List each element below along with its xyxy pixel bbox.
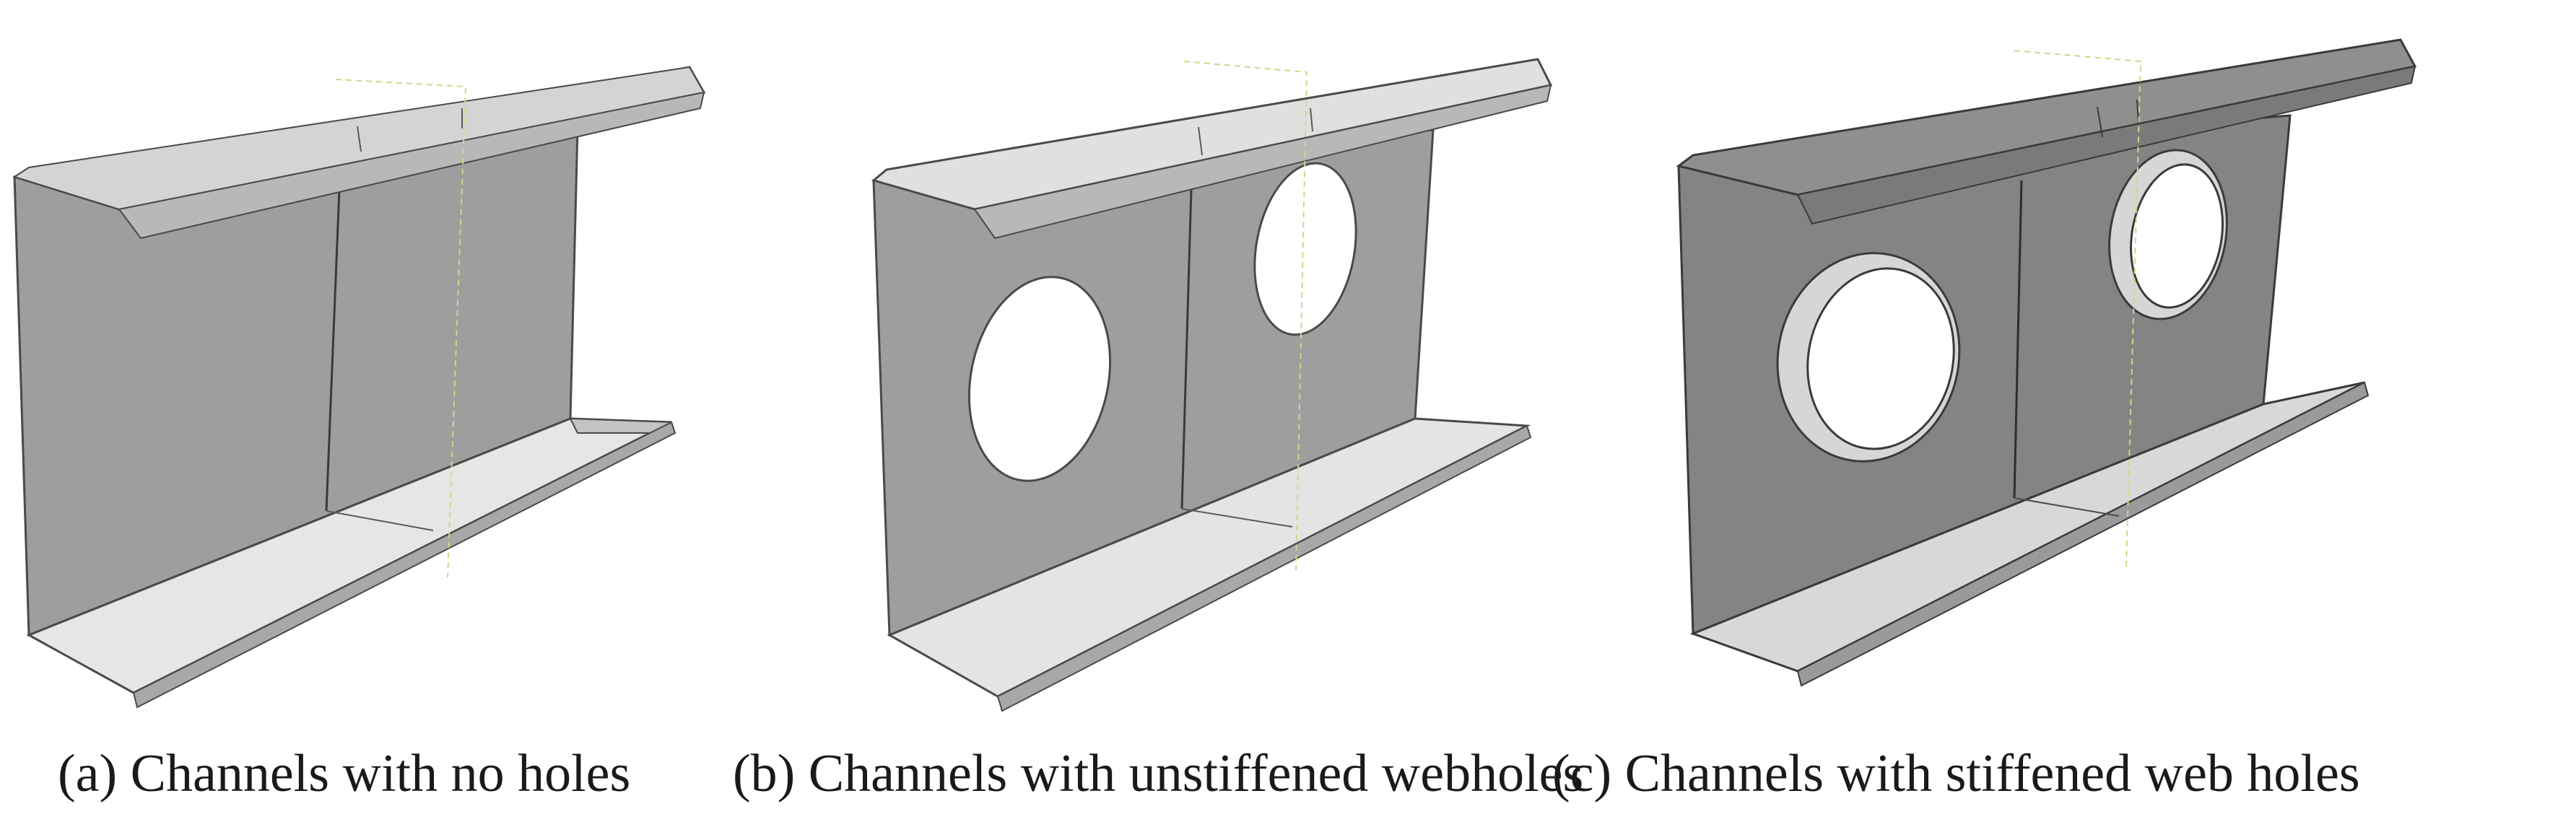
bottom-lip-front <box>132 421 676 709</box>
web-hole-right <box>1253 162 1357 336</box>
channel-unstiffened-holes <box>871 58 1553 712</box>
caption-c: (c) Channels with stiffened web holes <box>1552 744 2360 803</box>
reference-guide <box>335 79 467 578</box>
channel-joint <box>2013 180 2023 499</box>
web-hole-left <box>1806 267 1955 450</box>
channel-joint <box>325 189 341 512</box>
channel-no-holes <box>12 66 706 709</box>
reference-guide <box>1183 61 1308 571</box>
caption-b: (b) Channels with unstiffened webholes <box>733 744 1584 803</box>
channel-joint <box>1180 188 1193 510</box>
top-lip <box>118 91 705 240</box>
bottom-lip-front <box>996 424 1532 712</box>
top-lip <box>1796 65 2416 225</box>
top-flange <box>871 58 1553 211</box>
bottom-lip-front <box>1796 381 2370 687</box>
caption-a: (a) Channels with no holes <box>58 744 631 803</box>
top-lip <box>973 84 1552 240</box>
web-hole-left <box>967 276 1112 482</box>
channel-stiffened-holes <box>1676 38 2417 687</box>
reference-guide <box>2014 50 2142 567</box>
top-flange <box>1676 38 2417 196</box>
web-hole-right <box>2130 163 2224 309</box>
